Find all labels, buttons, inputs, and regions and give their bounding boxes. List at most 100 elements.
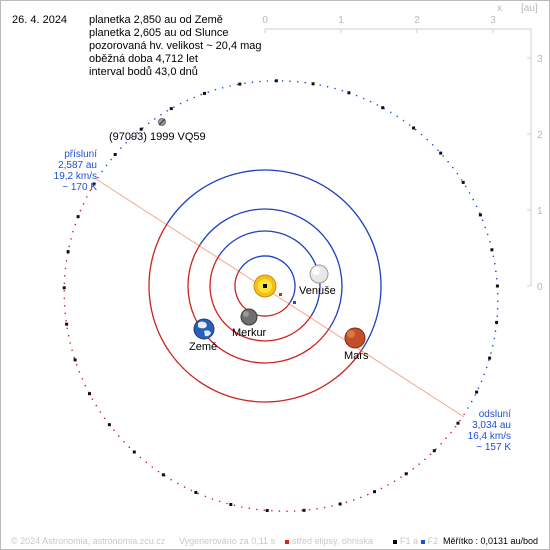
orbit-dot <box>289 80 291 82</box>
orbit-position-marker <box>381 106 385 110</box>
orbit-dot <box>352 499 355 501</box>
orbit-dot <box>139 456 142 459</box>
orbit-dot <box>84 384 87 387</box>
orbit-dot <box>334 87 336 90</box>
orbit-dot <box>64 267 67 270</box>
orbit-dot <box>226 502 228 505</box>
orbit-dot <box>91 398 94 400</box>
orbit-dot <box>440 443 442 445</box>
orbit-dot <box>95 404 98 407</box>
y-tick-label: 1 <box>537 206 543 217</box>
orbit-dot <box>380 487 383 490</box>
orbit-dot <box>113 429 115 432</box>
orbit-dot <box>494 330 497 332</box>
earth-label: Země <box>189 341 218 353</box>
orbit-dot <box>488 359 490 362</box>
orbit-position-marker <box>274 79 278 83</box>
orbit-dot <box>412 467 415 470</box>
asteroid-icon <box>158 118 166 126</box>
orbit-dot <box>73 356 76 359</box>
orbit-position-marker <box>107 423 111 427</box>
orbit-dot <box>489 240 491 243</box>
orbit-dot <box>477 387 480 390</box>
orbit-dot <box>480 380 483 383</box>
orbit-dot <box>69 342 71 344</box>
earth-icon <box>193 318 215 340</box>
perihelion-temperature: ~ 170 K <box>62 182 97 193</box>
orbit-dot <box>241 506 243 508</box>
orbit-dot <box>120 147 122 149</box>
orbit-dot <box>400 476 402 479</box>
orbit-dot <box>414 128 417 131</box>
orbit-position-marker <box>461 180 465 184</box>
orbit-dot <box>154 118 156 120</box>
venus-orbit-north <box>218 230 321 317</box>
orbit-position-marker <box>113 153 117 156</box>
orbit-dot <box>437 149 439 152</box>
orbit-dot <box>89 189 92 192</box>
orbit-dot <box>463 413 465 416</box>
orbit-dot <box>387 484 389 486</box>
orbit-dot <box>293 510 296 512</box>
orbit-dot <box>233 504 236 507</box>
orbit-dot <box>78 371 81 373</box>
orbit-position-marker <box>73 358 77 362</box>
orbit-position-marker <box>169 107 173 111</box>
orbit-dot <box>218 500 221 503</box>
orbit-dot <box>484 226 487 229</box>
orbit-dot <box>64 312 66 315</box>
orbit-dot <box>454 425 457 428</box>
orbit-dot <box>125 142 127 144</box>
orbit-position-marker <box>490 248 494 252</box>
orbit-dot <box>266 80 269 82</box>
orbit-position-marker <box>311 82 315 86</box>
ellipse-center-marker <box>279 293 282 296</box>
aphelion-distance: 3,034 au <box>472 420 511 431</box>
orbit-dot <box>236 83 239 86</box>
orbit-dot <box>197 492 200 495</box>
orbit-dot <box>431 144 434 146</box>
orbit-dot <box>445 437 447 440</box>
aphelion-label: odsluní 3,034 au 16,4 km/s ~ 157 K <box>459 409 511 453</box>
orbit-position-marker <box>76 215 80 219</box>
x-tick-label: 2 <box>414 15 420 26</box>
orbit-dot <box>408 124 411 126</box>
orbit-dot <box>147 122 150 125</box>
scale-text: Měřítko : 0,0131 au/bod <box>443 536 539 546</box>
orbit-dot <box>244 82 246 84</box>
orbit-dot <box>200 93 202 96</box>
orbit-position-marker <box>194 491 198 494</box>
orbit-dot <box>396 115 399 118</box>
perihelion-label: přísluní 2,587 au 19,2 km/s ~ 170 K <box>45 149 97 193</box>
orbit-position-marker <box>203 91 206 95</box>
mercury-icon <box>240 308 258 326</box>
orbit-dot <box>360 496 362 499</box>
orbit-dot <box>157 470 160 473</box>
asteroid-orbit <box>62 79 499 512</box>
orbit-dot <box>447 160 449 163</box>
orbit-dot <box>170 478 172 481</box>
orbit-dot <box>472 198 475 201</box>
y-tick-label: 3 <box>537 54 543 65</box>
orbit-dot <box>369 100 372 103</box>
orbit-position-marker <box>302 508 306 512</box>
orbit-dot <box>496 307 499 310</box>
orbit-dot <box>75 363 78 366</box>
focus-f1-icon <box>393 539 397 544</box>
orbit-dot <box>281 80 284 82</box>
y-tick-label: 2 <box>537 130 543 141</box>
orbit-dot <box>82 203 85 205</box>
orbit-dot <box>256 508 258 511</box>
orbit-dot <box>81 378 84 380</box>
orbit-dot <box>99 411 102 413</box>
orbit-dot <box>64 275 66 277</box>
orbit-position-marker <box>229 503 233 506</box>
orbit-dot <box>492 255 495 258</box>
orbit-dot <box>367 493 369 496</box>
orbit-dot <box>66 327 68 330</box>
orbit-dot <box>79 209 82 212</box>
sun-icon <box>253 274 277 298</box>
orbit-dot <box>316 508 318 510</box>
